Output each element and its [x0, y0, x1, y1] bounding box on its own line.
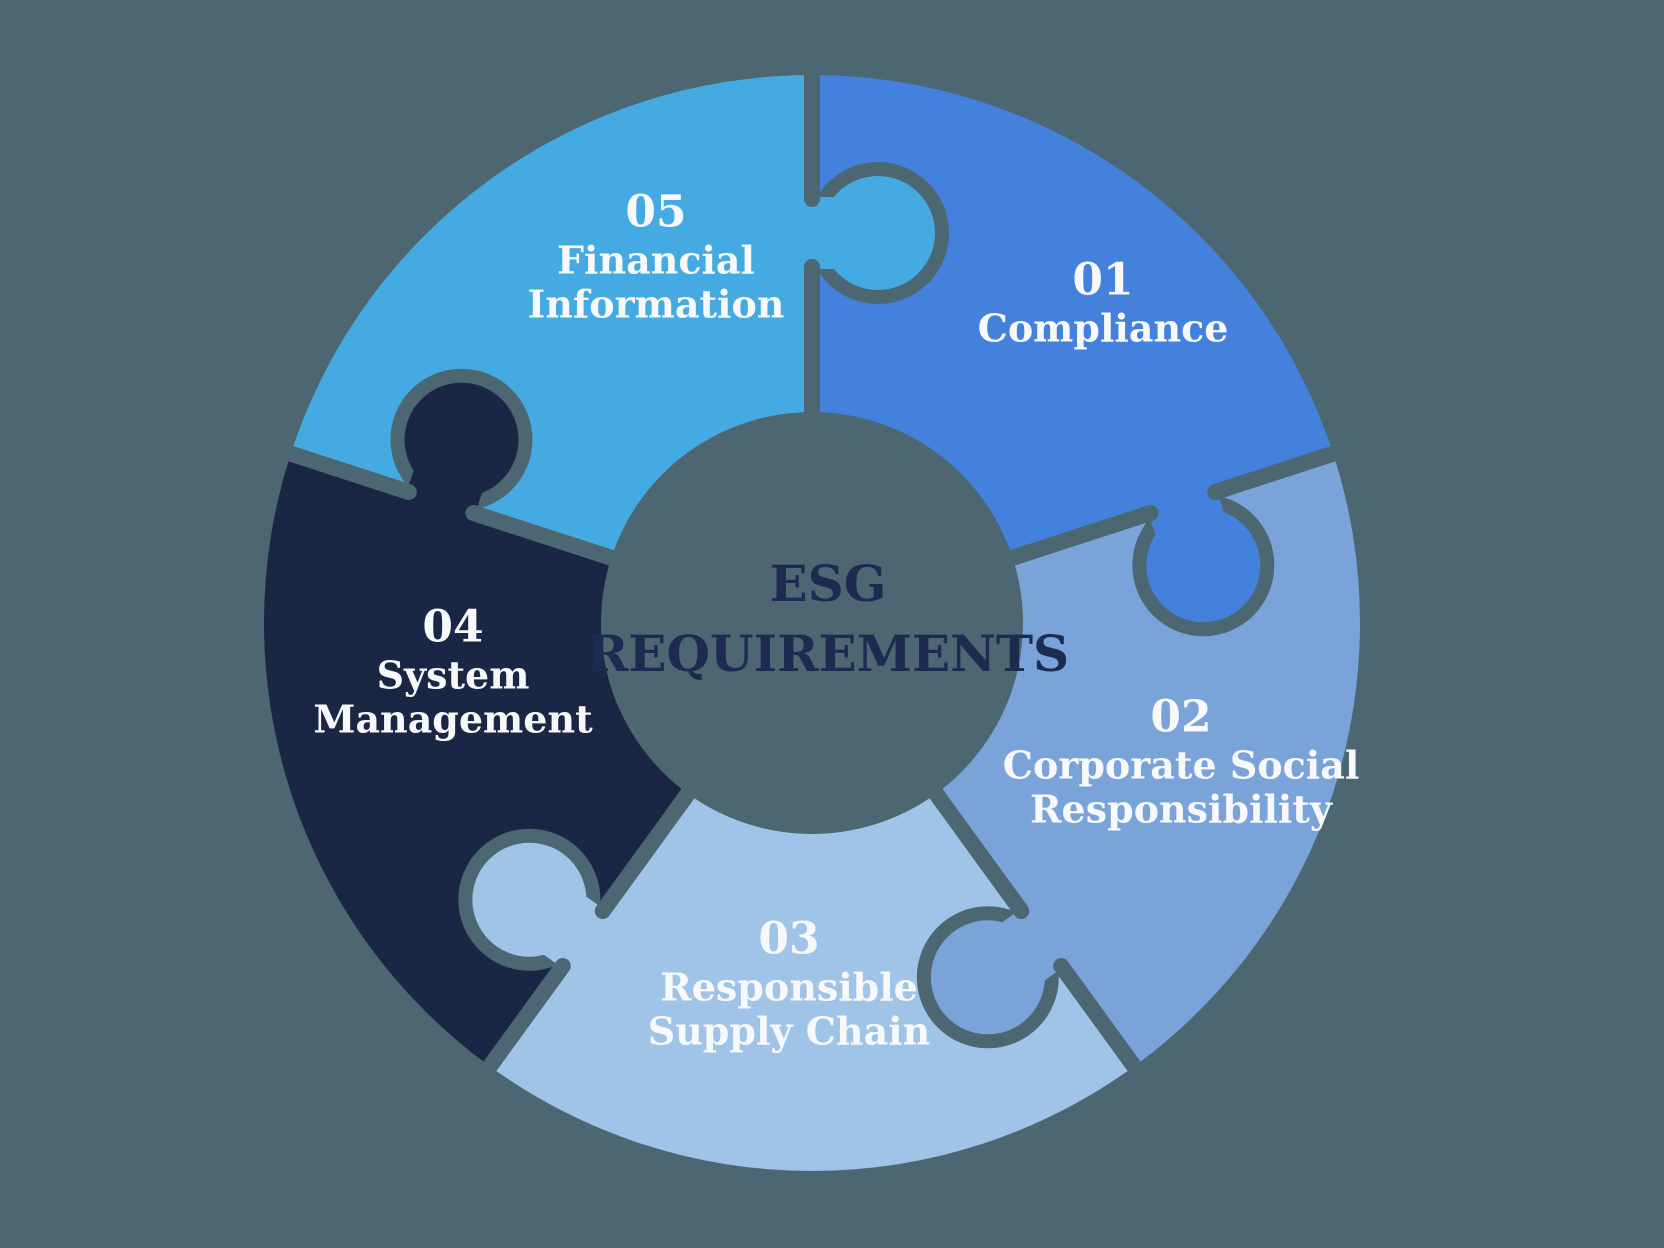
segment-01-number: 01	[1072, 254, 1134, 306]
gap-line-inner-4	[465, 504, 627, 569]
gap-line-outer-2	[1053, 958, 1147, 1081]
segment-03-label: Responsible Supply Chain	[647, 964, 931, 1054]
knob-01	[1146, 508, 1261, 623]
puzzle-knobs	[402, 176, 1261, 1035]
segment-01-label-block: 01 Compliance	[923, 254, 1283, 351]
knob-03	[472, 842, 587, 957]
segment-04-number: 04	[422, 601, 484, 653]
segment-05-label-block: 05 Financial Information	[526, 186, 786, 327]
piece-01	[812, 75, 1334, 558]
segment-02-label-block: 02 Corporate Social Responsibility	[1001, 691, 1361, 832]
segment-03-number: 03	[758, 913, 820, 965]
piece-03	[489, 793, 1135, 1171]
segment-02-label: Corporate Social Responsibility	[1002, 742, 1360, 832]
knob-02	[930, 920, 1045, 1035]
knob-05	[821, 176, 935, 290]
diagram-title: ESG REQUIREMENTS	[586, 554, 1070, 683]
segment-05-number: 05	[625, 186, 687, 238]
segment-04-label: System Management	[313, 652, 593, 742]
gap-line-outer-1	[1207, 443, 1349, 500]
segment-04-label-block: 04 System Management	[313, 601, 593, 742]
gap-line-inner-2	[923, 779, 1030, 920]
knob-04	[404, 382, 519, 497]
gap-line-outer-3	[477, 958, 571, 1081]
gap-line-outer-4	[275, 443, 417, 500]
segment-01-label: Compliance	[977, 305, 1229, 351]
gap-line-inner-1	[997, 504, 1159, 569]
segment-02-number: 02	[1150, 691, 1212, 743]
puzzle-gap-lines	[275, 59, 1349, 1081]
segment-03-label-block: 03 Responsible Supply Chain	[639, 913, 939, 1054]
segment-05-label: Financial Information	[527, 237, 785, 327]
gap-line-inner-3	[594, 779, 701, 920]
